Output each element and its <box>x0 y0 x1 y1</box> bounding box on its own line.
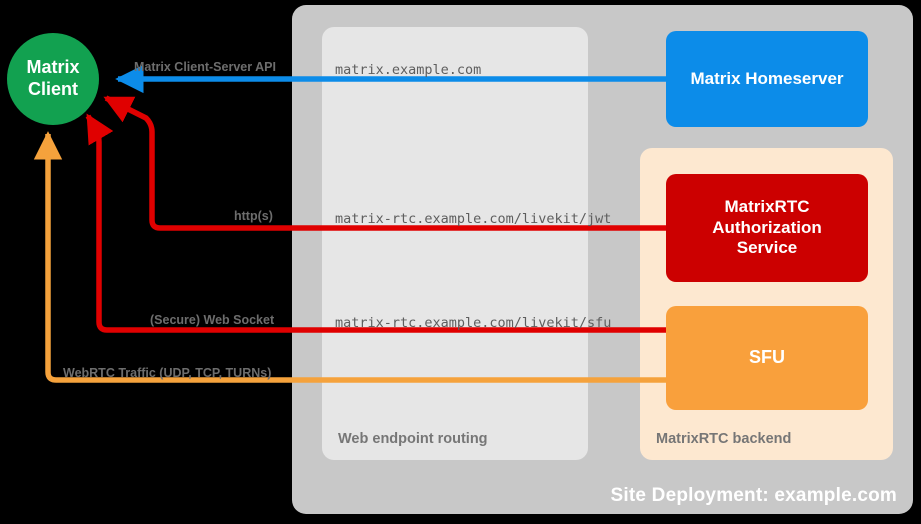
web-endpoint-routing-label: Web endpoint routing <box>338 431 488 447</box>
matrixrtc-authorization-service-node[interactable]: MatrixRTC Authorization Service <box>666 174 868 282</box>
webrtc-traffic-label: WebRTC Traffic (UDP, TCP, TURNs) <box>63 366 272 380</box>
sfu-endpoint-label: matrix-rtc.example.com/livekit/sfu <box>335 315 612 331</box>
auth-label-line3: Service <box>736 238 798 258</box>
matrix-client-node[interactable]: Matrix Client <box>7 33 99 125</box>
matrixrtc-backend-label: MatrixRTC backend <box>656 431 792 447</box>
matrix-client-label-line2: Client <box>27 79 78 99</box>
jwt-endpoint-label: matrix-rtc.example.com/livekit/jwt <box>335 211 612 227</box>
secure-web-socket-label: (Secure) Web Socket <box>150 313 275 327</box>
matrix-client-label-line1: Matrix <box>26 57 80 78</box>
http-jwt-label: http(s) <box>234 209 273 223</box>
sfu-node[interactable]: SFU <box>666 306 868 410</box>
client-server-api-label: Matrix Client-Server API <box>134 60 276 74</box>
site-deployment-label: Site Deployment: example.com <box>610 485 897 506</box>
sfu-label: SFU <box>749 347 785 368</box>
matrix-homeserver-node[interactable]: Matrix Homeserver <box>666 31 868 127</box>
matrix-homeserver-label: Matrix Homeserver <box>690 68 844 88</box>
auth-label-line2: Authorization <box>712 217 822 237</box>
auth-label-line1: MatrixRTC <box>724 197 810 217</box>
matrix-endpoint-label: matrix.example.com <box>335 62 482 78</box>
web-endpoint-routing-container: Web endpoint routing <box>322 27 588 460</box>
